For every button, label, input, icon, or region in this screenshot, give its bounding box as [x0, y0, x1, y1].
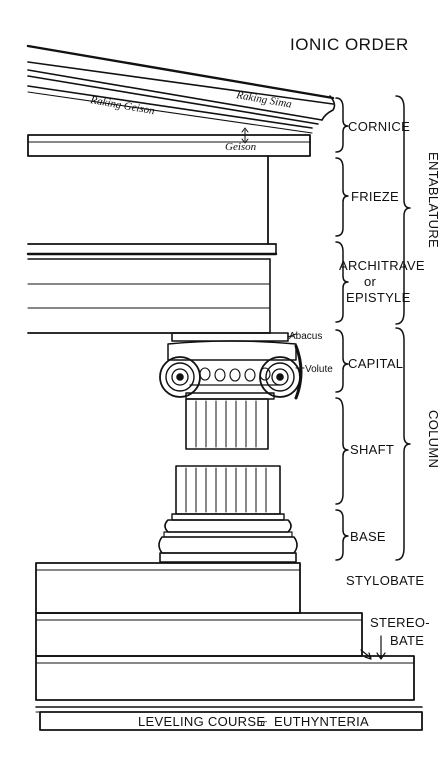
label-architrave: ARCHITRAVE — [339, 258, 425, 273]
leader-abacus — [287, 333, 297, 338]
label-base: BASE — [350, 529, 386, 544]
bracket-architrave — [335, 241, 349, 323]
label-leveling-course: LEVELING COURSE — [138, 714, 265, 729]
label-geison: Geison — [225, 141, 257, 153]
stereobate-steps — [35, 612, 423, 713]
bracket-shaft — [335, 397, 349, 505]
label-epistyle: EPISTYLE — [346, 290, 411, 305]
label-cornice: CORNICE — [348, 119, 410, 134]
label-volute: Volute — [305, 364, 333, 375]
label-stereobate-1: STEREO- — [370, 615, 430, 630]
label-column: COLUMN — [426, 410, 441, 468]
diagram-title: IONIC ORDER — [290, 35, 409, 54]
label-stereobate-2: BATE — [390, 633, 424, 648]
label-frieze: FRIEZE — [351, 189, 399, 204]
label-entablature: ENTABLATURE — [426, 152, 441, 248]
bracket-column — [395, 327, 411, 561]
label-raking-geison: Raking Geison — [88, 94, 156, 117]
label-architrave-or: or — [364, 274, 377, 289]
label-stylobate: STYLOBATE — [346, 573, 424, 588]
label-abacus: Abacus — [289, 331, 322, 342]
bracket-frieze — [335, 157, 349, 237]
bracket-base — [335, 509, 349, 561]
label-euthynteria: EUTHYNTERIA — [274, 714, 369, 729]
column-base — [158, 513, 298, 563]
label-capital: CAPITAL — [348, 356, 403, 371]
leader-stereobate — [360, 635, 386, 660]
column-shaft-lower — [175, 465, 281, 515]
ionic-capital — [159, 332, 303, 400]
architrave-block — [26, 243, 278, 334]
stylobate-block — [35, 562, 301, 614]
raking-cornice — [26, 44, 336, 134]
bracket-capital — [335, 329, 349, 393]
bracket-entablature — [395, 95, 411, 325]
label-leveling-or: or — [257, 717, 268, 729]
geison-block — [27, 127, 311, 157]
bracket-cornice — [335, 97, 349, 153]
label-shaft: SHAFT — [350, 442, 394, 457]
column-shaft-upper — [185, 398, 269, 450]
leveling-course-block — [39, 711, 423, 731]
label-raking-sima: Raking Sima — [234, 89, 293, 111]
